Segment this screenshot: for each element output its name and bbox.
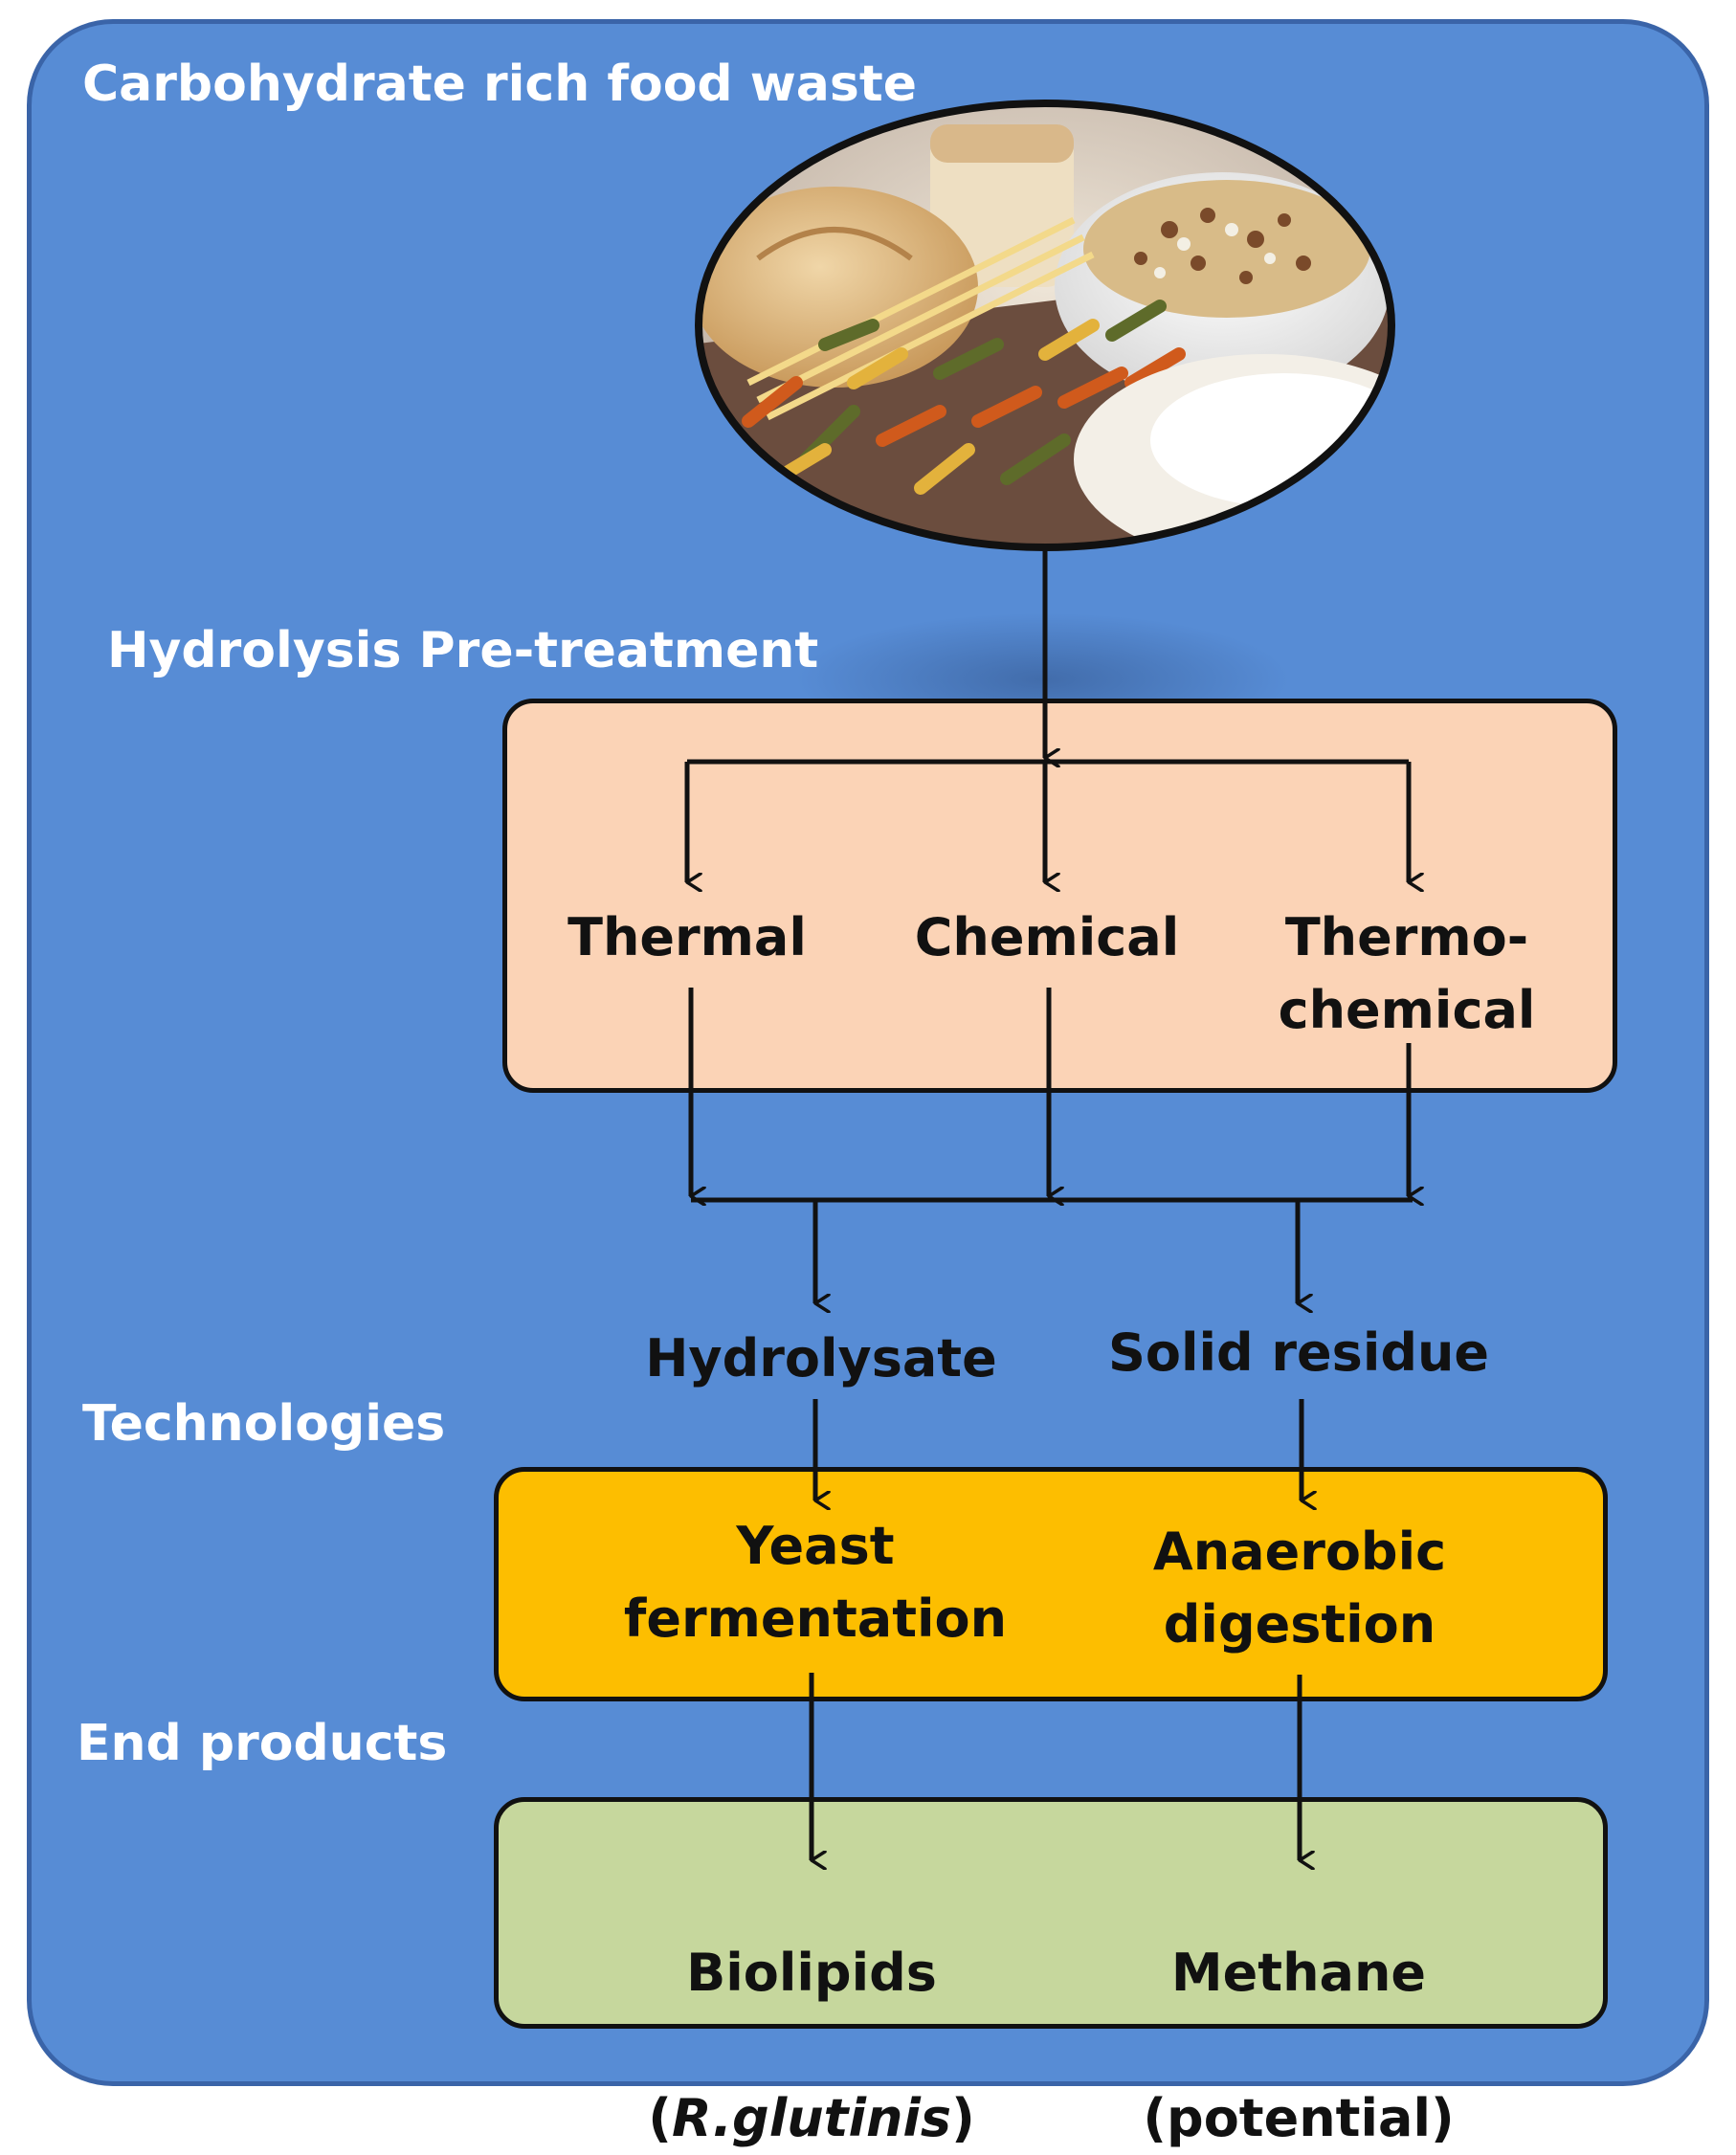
technologies-box — [494, 1467, 1608, 1701]
section-label-end-products: End products — [77, 1715, 448, 1772]
node-anaerobic-digestion: Anaerobic digestion — [1152, 1522, 1447, 1655]
methane-label: Methane — [1170, 1943, 1427, 2003]
node-chemical: Chemical — [914, 907, 1180, 967]
section-label-feedstock: Carbohydrate rich food waste — [82, 56, 917, 113]
biolipids-label: Biolipids — [686, 1943, 937, 2003]
products-box — [494, 1797, 1608, 2029]
node-yeast-fermentation: Yeast fermentation — [623, 1516, 1008, 1649]
node-hydrolysate: Hydrolysate — [645, 1328, 997, 1389]
node-solid-residue: Solid residue — [1107, 1322, 1490, 1383]
section-label-technologies: Technologies — [82, 1395, 446, 1453]
food-waste-photo — [695, 100, 1395, 551]
section-label-pretreatment: Hydrolysis Pre-treatment — [107, 622, 819, 679]
node-thermo-chemical: Thermo- chemical — [1278, 907, 1536, 1040]
node-thermal: Thermal — [568, 907, 807, 967]
